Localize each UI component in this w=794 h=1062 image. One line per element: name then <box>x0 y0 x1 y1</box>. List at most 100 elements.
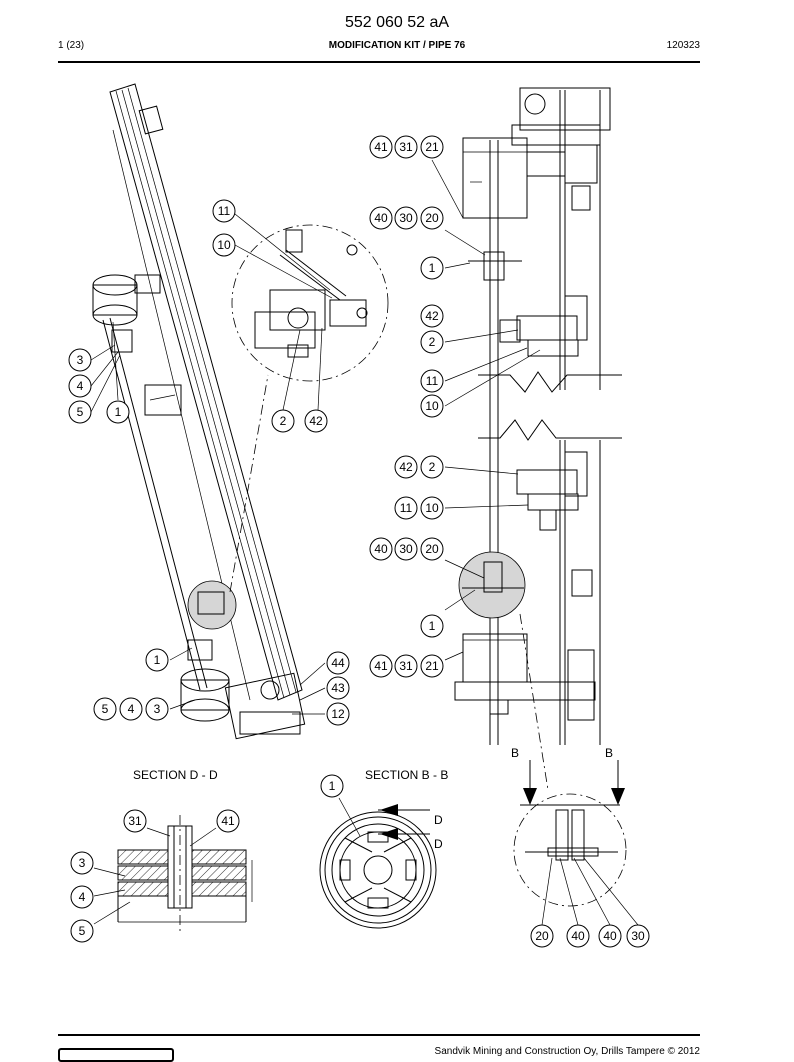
callout-40-top: 40 <box>369 206 393 230</box>
svg-text:21: 21 <box>425 140 439 154</box>
svg-text:30: 30 <box>631 929 645 943</box>
svg-text:1: 1 <box>115 405 122 419</box>
callout-1-section-bb: 1 <box>320 774 344 798</box>
callout-1-lower-right: 1 <box>420 614 444 638</box>
svg-text:4: 4 <box>128 702 135 716</box>
svg-text:30: 30 <box>399 542 413 556</box>
callout-5-section-dd: 5 <box>70 919 94 943</box>
svg-text:1: 1 <box>329 779 336 793</box>
callout-30-lower: 30 <box>394 537 418 561</box>
svg-text:40: 40 <box>603 929 617 943</box>
svg-text:3: 3 <box>77 353 84 367</box>
svg-text:40: 40 <box>374 542 388 556</box>
callout-2-top-right: 2 <box>420 330 444 354</box>
svg-text:40: 40 <box>374 211 388 225</box>
svg-text:5: 5 <box>102 702 109 716</box>
document-number: 552 060 52 aA <box>344 14 450 31</box>
leader-lines <box>90 159 639 926</box>
svg-text:11: 11 <box>400 501 413 515</box>
mast-side-view <box>454 87 622 791</box>
callout-20-lower: 20 <box>420 537 444 561</box>
svg-text:10: 10 <box>425 399 439 413</box>
page-indicator: 1 (23) <box>58 40 85 51</box>
svg-text:5: 5 <box>77 405 84 419</box>
callout-40-detail-b-right: 40 <box>598 924 622 948</box>
callout-42-detail: 42 <box>304 409 328 433</box>
callout-41-section-dd: 41 <box>216 809 240 833</box>
callout-31-section-dd: 31 <box>123 809 147 833</box>
header-rule <box>58 61 700 63</box>
section-b-detail-view <box>513 760 627 907</box>
section-d-d-label: SECTION D - D <box>133 768 218 782</box>
callout-21-lower: 21 <box>420 654 444 678</box>
callout-1-upper-left: 1 <box>106 400 130 424</box>
svg-text:2: 2 <box>429 335 436 349</box>
document-title: MODIFICATION KIT / PIPE 76 <box>328 40 466 51</box>
svg-text:21: 21 <box>425 659 439 673</box>
svg-text:3: 3 <box>79 856 86 870</box>
callout-11-detail: 11 <box>212 199 236 223</box>
svg-text:12: 12 <box>331 707 345 721</box>
callout-20-detail-b: 20 <box>530 924 554 948</box>
callout-4-section-dd: 4 <box>70 885 94 909</box>
callout-20-top: 20 <box>420 206 444 230</box>
callout-3-section-dd: 3 <box>70 851 94 875</box>
svg-text:31: 31 <box>399 659 413 673</box>
svg-text:20: 20 <box>535 929 549 943</box>
callout-5-lower: 5 <box>93 697 117 721</box>
callout-40-lower: 40 <box>369 537 393 561</box>
callout-4-upper: 4 <box>68 374 92 398</box>
svg-text:30: 30 <box>399 211 413 225</box>
section-arrow-b-right-label: B <box>605 746 613 760</box>
callout-3-lower: 3 <box>145 697 169 721</box>
document-date: 120323 <box>666 40 700 51</box>
svg-text:5: 5 <box>79 924 86 938</box>
callout-41-top: 41 <box>369 135 393 159</box>
svg-text:42: 42 <box>425 309 439 323</box>
svg-text:4: 4 <box>77 379 84 393</box>
svg-text:4: 4 <box>79 890 86 904</box>
svg-text:10: 10 <box>217 238 231 252</box>
footer-rule <box>58 1034 700 1036</box>
section-b-b-view <box>319 804 437 929</box>
callout-31-top: 31 <box>394 135 418 159</box>
svg-text:3: 3 <box>154 702 161 716</box>
mast-isometric-view <box>92 83 306 740</box>
section-b-b-label: SECTION B - B <box>365 768 448 782</box>
svg-text:1: 1 <box>429 619 436 633</box>
callout-31-lower: 31 <box>394 654 418 678</box>
callout-43: 43 <box>326 676 350 700</box>
footer-copyright: Sandvik Mining and Construction Oy, Dril… <box>434 1046 700 1057</box>
svg-text:11: 11 <box>426 374 439 388</box>
svg-text:44: 44 <box>331 656 345 670</box>
callout-10-detail: 10 <box>212 233 236 257</box>
callout-42-mid-right: 42 <box>394 455 418 479</box>
section-arrow-d-upper-label: D <box>434 813 443 827</box>
svg-text:2: 2 <box>429 460 436 474</box>
callout-42-top-right: 42 <box>420 304 444 328</box>
svg-text:40: 40 <box>571 929 585 943</box>
svg-text:2: 2 <box>280 414 287 428</box>
svg-text:42: 42 <box>309 414 323 428</box>
callout-21-top: 21 <box>420 135 444 159</box>
callout-11-right: 11 <box>420 369 444 393</box>
callout-1-top-right: 1 <box>420 256 444 280</box>
svg-text:31: 31 <box>128 814 142 828</box>
callout-2-mid-right: 2 <box>420 455 444 479</box>
callout-3-upper: 3 <box>68 348 92 372</box>
callout-30-top: 30 <box>394 206 418 230</box>
section-arrow-d-lower-label: D <box>434 837 443 851</box>
callout-41-lower: 41 <box>369 654 393 678</box>
callout-12: 12 <box>326 702 350 726</box>
section-arrow-b-left-label: B <box>511 746 519 760</box>
svg-text:1: 1 <box>154 653 161 667</box>
svg-text:20: 20 <box>425 542 439 556</box>
svg-text:20: 20 <box>425 211 439 225</box>
callout-44: 44 <box>326 651 350 675</box>
callout-10-right: 10 <box>420 394 444 418</box>
enlarged-guide-detail <box>231 224 389 382</box>
callout-4-lower: 4 <box>119 697 143 721</box>
section-d-d-view <box>117 815 253 935</box>
svg-text:41: 41 <box>374 140 388 154</box>
